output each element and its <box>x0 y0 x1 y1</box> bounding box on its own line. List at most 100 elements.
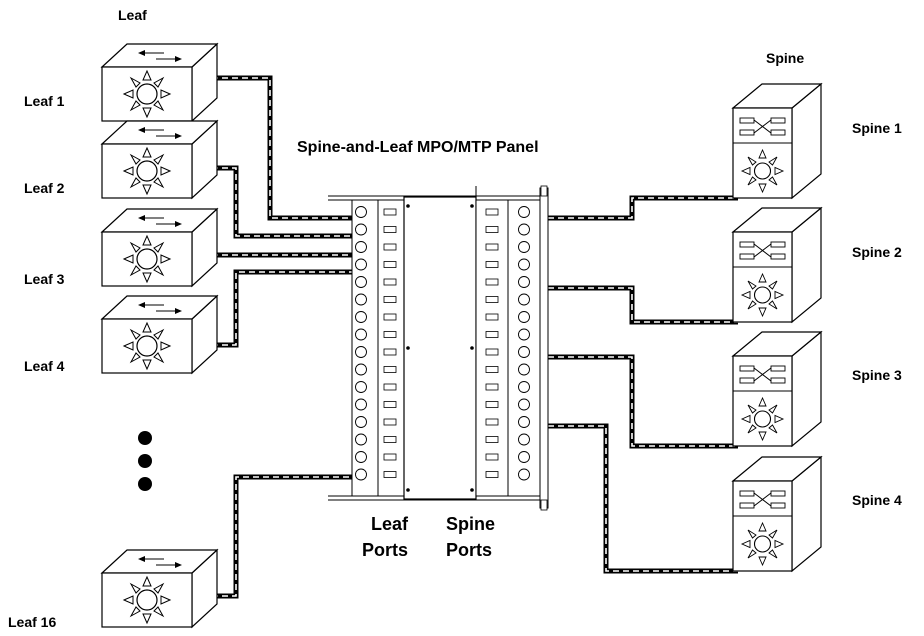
spine-side-port <box>518 206 530 218</box>
leaf-side-connector <box>383 331 397 338</box>
leaf-switch-3 <box>101 208 218 287</box>
spine-side-connector <box>485 226 499 233</box>
spine-side-port <box>518 223 530 236</box>
leaf-label-1: Leaf 1 <box>24 93 65 109</box>
leaf-side-port <box>355 223 367 236</box>
leaf-side-port <box>355 398 367 411</box>
spine-label-2: Spine 2 <box>852 244 902 260</box>
spine-side-port <box>518 468 530 481</box>
leaf-side-port <box>355 451 367 463</box>
leaf-label-3: Leaf 3 <box>24 271 65 287</box>
spine-label-1: Spine 1 <box>852 120 902 136</box>
ellipsis-dot <box>138 431 152 445</box>
leaf-side-port <box>355 433 367 446</box>
leaf-side-connector <box>383 243 397 251</box>
spine-switch-3 <box>732 331 822 447</box>
spine-side-connector <box>485 418 499 426</box>
panel-port-group <box>355 206 530 481</box>
ellipsis-dot <box>138 454 152 468</box>
leaf-label-16: Leaf 16 <box>8 614 56 630</box>
spine-side-port <box>518 451 530 463</box>
spine-label-3: Spine 3 <box>852 367 902 383</box>
leaf-side-connector <box>383 471 397 478</box>
spine-side-port <box>518 398 530 411</box>
spine-group-label: Spine <box>766 50 804 66</box>
spine-side-connector <box>485 331 499 338</box>
spine-side-connector <box>485 261 499 268</box>
cable-spine-1 <box>478 195 738 221</box>
spine-side-port <box>518 258 530 271</box>
spine-label-4: Spine 4 <box>852 492 902 508</box>
ellipsis-dots <box>138 431 152 491</box>
spine-side-connector <box>485 348 499 356</box>
spine-side-port <box>518 363 530 376</box>
leaf-side-connector <box>383 418 397 426</box>
leaf-side-connector <box>383 261 397 268</box>
leaf-ports-label-line1: Leaf <box>371 514 409 534</box>
spine-side-connector <box>485 453 499 461</box>
leaf-side-port <box>355 363 367 376</box>
leaf-side-connector <box>383 348 397 356</box>
leaf-switch-16 <box>101 549 218 628</box>
spine-side-connector <box>485 383 499 391</box>
leaf-switch-2 <box>101 120 218 199</box>
spine-side-port <box>518 311 530 323</box>
spine-side-port <box>518 381 530 393</box>
spine-side-connector <box>485 436 499 443</box>
leaf-side-port <box>355 293 367 306</box>
leaf-side-port <box>355 346 367 358</box>
spine-side-port <box>518 241 530 253</box>
leaf-side-port <box>355 206 367 218</box>
spine-side-connector <box>485 243 499 251</box>
leaf-side-port <box>355 241 367 253</box>
spine-side-connector <box>485 296 499 303</box>
spine-side-connector <box>485 401 499 408</box>
leaf-side-connector <box>383 278 397 286</box>
leaf-side-connector <box>383 366 397 373</box>
leaf-side-port <box>355 468 367 481</box>
spine-side-port <box>518 346 530 358</box>
leaf-ports-label-line2: Ports <box>362 540 408 560</box>
spine-side-port <box>518 293 530 306</box>
leaf-side-port <box>355 258 367 271</box>
spine-side-connector <box>485 366 499 373</box>
leaf-side-port <box>355 311 367 323</box>
leaf-side-connector <box>383 313 397 321</box>
leaf-switch-1 <box>101 43 218 122</box>
leaf-side-connector <box>383 453 397 461</box>
mpo-mtp-panel <box>328 185 549 511</box>
leaf-side-connector <box>383 401 397 408</box>
leaf-side-connector <box>383 383 397 391</box>
cable-spine-3 <box>478 354 738 449</box>
ellipsis-dot <box>138 477 152 491</box>
spine-switch-1 <box>732 83 822 199</box>
leaf-label-4: Leaf 4 <box>24 358 65 374</box>
spine-side-connector <box>485 278 499 286</box>
leaf-side-connector <box>383 436 397 443</box>
spine-side-port <box>518 433 530 446</box>
spine-ports-label-line1: Spine <box>446 514 495 534</box>
leaf-switch-4 <box>101 295 218 374</box>
leaf-side-port <box>355 416 367 428</box>
leaf-side-connector <box>383 208 397 216</box>
spine-side-connector <box>485 208 499 216</box>
leaf-side-port <box>355 276 367 288</box>
spine-switch-2 <box>732 207 822 323</box>
spine-side-port <box>518 276 530 288</box>
leaf-side-port <box>355 381 367 393</box>
panel-title: Spine-and-Leaf MPO/MTP Panel <box>297 139 539 156</box>
spine-side-connector <box>485 313 499 321</box>
spine-switch-4 <box>732 456 822 572</box>
cable-leaf-1 <box>192 75 404 221</box>
spine-ports-label-line2: Ports <box>446 540 492 560</box>
cable-spine-2 <box>478 285 738 325</box>
leaf-label-2: Leaf 2 <box>24 180 65 196</box>
leaf-group-label: Leaf <box>118 7 147 23</box>
spine-side-connector <box>485 471 499 478</box>
leaf-side-port <box>355 328 367 341</box>
leaf-side-connector <box>383 226 397 233</box>
spine-side-port <box>518 328 530 341</box>
spine-side-port <box>518 416 530 428</box>
